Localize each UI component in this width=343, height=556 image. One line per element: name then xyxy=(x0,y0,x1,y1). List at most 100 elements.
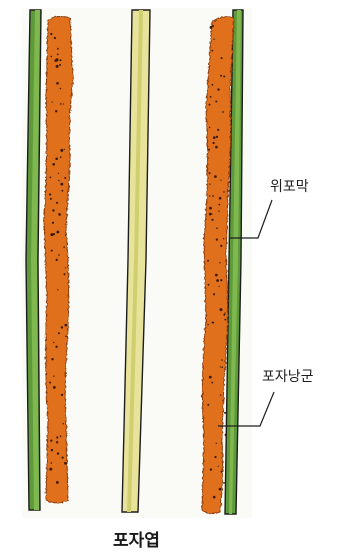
sorus-speck xyxy=(61,394,63,396)
sorus-speck xyxy=(50,198,52,200)
sorus-speck xyxy=(51,462,53,464)
sorus-speck xyxy=(224,412,226,414)
sorus-speck xyxy=(51,358,53,360)
sorus-speck xyxy=(52,163,55,166)
sorus-speck xyxy=(56,65,59,68)
sorus-speck xyxy=(52,209,54,211)
sorus-speck xyxy=(207,260,209,262)
sorus-speck xyxy=(221,471,223,473)
sorus-speck xyxy=(53,386,56,389)
sorus-speck xyxy=(50,233,53,236)
sorus-speck xyxy=(56,58,59,61)
sorus-speck xyxy=(57,452,59,454)
sorus-speck xyxy=(207,324,208,325)
sorus-speck xyxy=(224,319,226,321)
sorus-speck xyxy=(65,324,68,327)
sorus-speck xyxy=(64,462,67,465)
sorus-speck xyxy=(62,457,64,459)
sorus-speck xyxy=(211,219,213,221)
sorus-speck xyxy=(220,279,222,281)
sorus-speck xyxy=(212,50,214,52)
sorus-speck xyxy=(213,39,214,40)
sorus-speck xyxy=(218,211,219,212)
sorus-speck xyxy=(62,190,64,192)
sorus-speck xyxy=(220,180,221,181)
sorus-speck xyxy=(55,346,57,348)
sorus-speck xyxy=(219,262,220,263)
sorus-speck xyxy=(223,76,225,78)
sorus-speck xyxy=(213,136,216,139)
sorus-speck xyxy=(212,195,214,197)
sorus-speck xyxy=(58,213,61,216)
sorus-speck xyxy=(217,129,219,131)
sorus-speck xyxy=(223,238,224,239)
sorus-speck xyxy=(57,48,59,50)
sorus-speck xyxy=(212,84,214,86)
sorus-speck xyxy=(215,146,218,149)
sorus-speck xyxy=(209,127,210,128)
sorus-speck xyxy=(223,482,225,484)
sorus-speck xyxy=(225,434,228,437)
sorus-speck xyxy=(64,273,66,275)
sorus-speck xyxy=(218,466,219,467)
sorus-speck xyxy=(50,33,52,35)
sorus-speck xyxy=(213,496,216,499)
sorus-speck xyxy=(216,279,219,282)
sorus-speck xyxy=(215,274,218,277)
sorus-speck xyxy=(60,435,62,437)
sorus-speck xyxy=(50,177,52,179)
sorus-speck xyxy=(210,468,212,470)
sorus-speck xyxy=(60,156,62,158)
sorus-speck xyxy=(56,436,58,438)
sorus-speck xyxy=(55,110,57,112)
sorus-speck xyxy=(222,111,224,113)
sorus-speck xyxy=(211,382,213,384)
sorus-speck xyxy=(216,136,218,138)
sorus-speck xyxy=(213,142,215,144)
sorus-speck xyxy=(221,57,223,59)
sorus-speck xyxy=(219,286,220,287)
sorus-speck xyxy=(56,202,58,204)
sorus-speck xyxy=(65,234,67,236)
sorus-speck xyxy=(210,96,212,98)
figure-caption: 포자엽 xyxy=(0,526,273,551)
sorus-speck xyxy=(221,359,223,361)
sorus-speck xyxy=(207,404,209,406)
sorus-speck xyxy=(52,101,53,102)
sorus-speck xyxy=(214,456,216,458)
sorus-speck xyxy=(65,267,66,268)
sorus-speck xyxy=(209,213,212,216)
sorus-speck xyxy=(58,173,59,174)
sorus-speck xyxy=(224,312,225,313)
sorus-speck xyxy=(56,481,59,484)
sorus-speck xyxy=(64,149,65,150)
sorus-speck xyxy=(60,88,62,90)
sorus-speck xyxy=(209,207,212,210)
sorus-speck xyxy=(223,314,225,316)
sorus-speck xyxy=(219,197,222,200)
sorus-speck xyxy=(211,213,212,214)
sorus-speck xyxy=(55,158,58,161)
sorus-speck xyxy=(53,342,54,343)
sorus-speck xyxy=(61,326,63,328)
sorus-speck xyxy=(59,64,61,66)
sorus-speck xyxy=(219,488,222,491)
sorus-speck xyxy=(56,82,59,85)
sorus-speck xyxy=(214,175,217,178)
sorus-speck xyxy=(49,468,52,471)
sorus-speck xyxy=(208,149,210,151)
sorus-speck xyxy=(220,394,221,395)
sorus-speck xyxy=(49,382,51,384)
sorus-speck xyxy=(209,172,211,174)
sorus-speck xyxy=(217,88,219,90)
sorus-speck xyxy=(220,308,223,311)
sorus-speck xyxy=(218,204,220,206)
sorus-speck xyxy=(220,75,222,77)
sorus-speck xyxy=(54,37,56,39)
sorus-speck xyxy=(49,193,51,195)
sorus-speck xyxy=(212,25,214,27)
sorus-speck xyxy=(216,443,217,444)
sorus-speck xyxy=(63,423,64,424)
sorus-speck xyxy=(51,449,53,451)
